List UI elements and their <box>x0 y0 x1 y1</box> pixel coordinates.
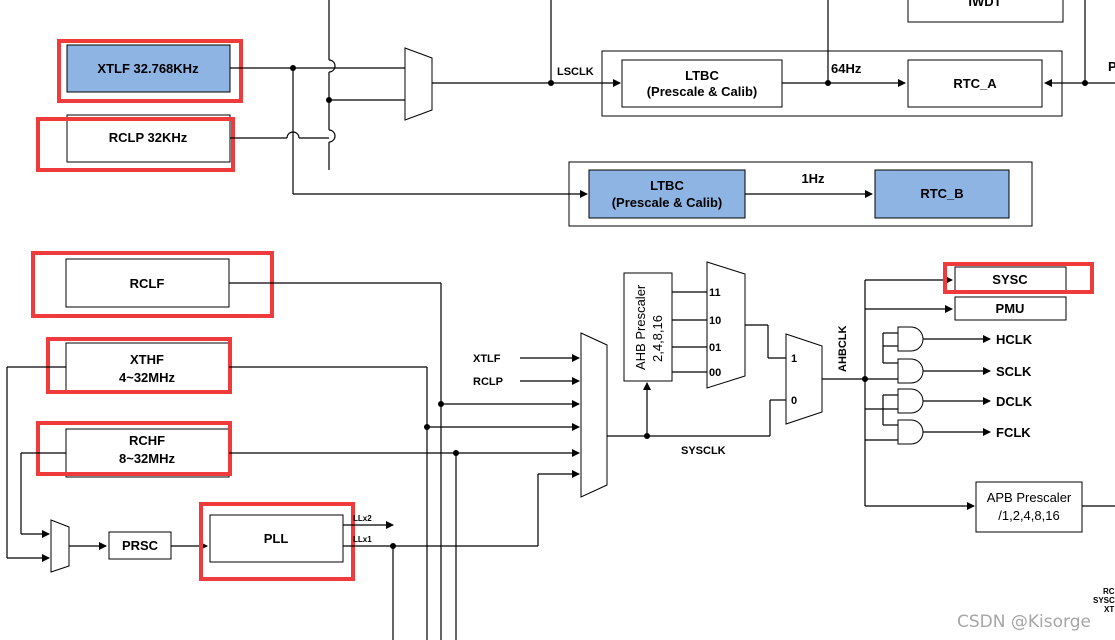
mux-01-label: 01 <box>709 342 721 354</box>
and-gate-fclk <box>865 419 991 445</box>
rtc-b-label: RTC_B <box>920 186 963 201</box>
rchf-highlight <box>36 421 232 476</box>
and-gate-hclk <box>882 326 991 352</box>
iwdt-block <box>907 0 1064 23</box>
rchf-range: 8~32MHz <box>119 451 175 466</box>
ltbc-a-block <box>621 59 783 108</box>
apb-prescaler-block <box>975 481 1083 533</box>
sysclk-label: SYSCLK <box>681 445 726 457</box>
watermark: CSDN @Kisorge <box>957 612 1091 632</box>
sysc-label: SYSC <box>992 272 1028 287</box>
xtlf-label: XTLF 32.768KHz <box>97 61 199 76</box>
rclf-label: RCLF <box>130 276 165 291</box>
rtc-a-block <box>907 59 1043 108</box>
pll-src-mux <box>50 519 70 573</box>
sclk-label: SCLK <box>996 364 1032 379</box>
xtlf-highlight <box>57 39 243 103</box>
and-gate-dclk <box>865 388 991 425</box>
and-gate-sclk <box>865 346 991 384</box>
mux-00-label: 00 <box>709 367 721 379</box>
ltbc-b-title: LTBC <box>650 178 684 193</box>
sysclk-mux <box>580 332 608 498</box>
rchf-title: RCHF <box>129 433 165 448</box>
xthf-title: XTHF <box>130 352 164 367</box>
xthf-block <box>65 342 230 392</box>
apb-prescaler-title: APB Prescaler <box>987 490 1072 505</box>
sysc-highlight <box>943 262 1094 294</box>
hclk-label: HCLK <box>996 332 1033 347</box>
dclk-label: DCLK <box>996 394 1033 409</box>
rchf-block <box>65 428 230 478</box>
rtc-a-label: RTC_A <box>953 76 997 91</box>
input-rclp-label: RCLP <box>473 376 503 388</box>
pll-highlight <box>199 502 355 581</box>
sel-0-label: 0 <box>791 395 797 407</box>
edge-label-rc: RC <box>1103 587 1115 596</box>
rclf-highlight <box>31 251 274 318</box>
rclp-label: RCLP 32KHz <box>109 130 188 145</box>
xthf-range: 4~32MHz <box>119 370 175 385</box>
lsclk-mux <box>404 47 433 121</box>
ahb-div-mux <box>706 261 746 389</box>
rclp-highlight <box>36 117 235 172</box>
prsc-block <box>108 531 172 560</box>
pmu-block <box>954 296 1067 321</box>
ltbc-b-block <box>588 169 746 219</box>
rtc-b-group <box>568 161 1033 227</box>
prsc-label: PRSC <box>122 538 159 553</box>
xtlf-block <box>66 44 231 93</box>
pmu-label: PMU <box>996 301 1025 316</box>
edge-label-xt: XT <box>1104 605 1114 614</box>
xthf-highlight <box>46 337 232 394</box>
mux-10-label: 10 <box>709 315 721 327</box>
sysc-block <box>954 266 1067 293</box>
mux-11-label: 11 <box>709 287 721 299</box>
ltbc-a-title: LTBC <box>685 68 719 83</box>
ltbc-a-subtitle: (Prescale & Calib) <box>647 84 758 99</box>
ahb-bypass-mux <box>785 333 823 425</box>
iwdt-label: IWDT <box>968 0 1001 9</box>
apb-prescaler-values: /1,2,4,8,16 <box>998 508 1059 523</box>
pll-label: PLL <box>264 531 289 546</box>
freq-64hz-label: 64Hz <box>831 61 862 76</box>
ahbclk-label: AHBCLK <box>837 326 849 372</box>
pll-out1-label: LLx1 <box>353 535 372 544</box>
rtc-b-block <box>874 169 1010 219</box>
edge-p-label: P <box>1108 59 1115 74</box>
ahb-prescaler-title: AHB Prescaler <box>633 284 648 370</box>
edge-label-sysc: SYSC <box>1093 596 1115 605</box>
input-xtlf-label: XTLF <box>473 353 501 365</box>
sel-1-label: 1 <box>791 353 797 365</box>
pll-block <box>209 514 344 563</box>
freq-1hz-label: 1Hz <box>801 171 825 186</box>
ahb-prescaler-values: 2,4,8,16 <box>650 315 665 362</box>
lsclk-label: LSCLK <box>557 66 594 78</box>
rclp-block <box>66 114 231 163</box>
ahb-prescaler-block <box>623 272 673 382</box>
fclk-label: FCLK <box>996 425 1031 440</box>
ltbc-b-subtitle: (Prescale & Calib) <box>612 195 723 210</box>
pll-out2-label: LLx2 <box>353 514 372 523</box>
